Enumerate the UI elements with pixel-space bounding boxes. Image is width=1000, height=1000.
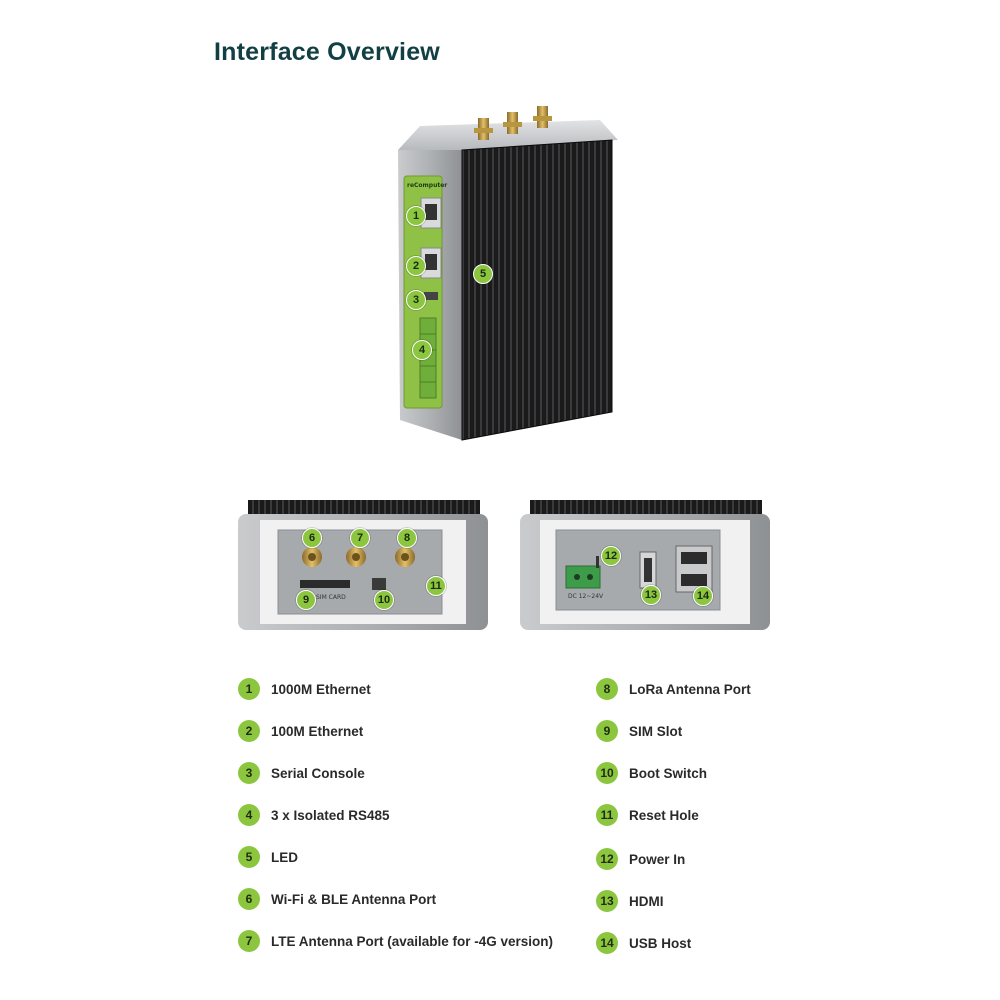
device-view-power-side: [520, 500, 770, 630]
legend-label: SIM Slot: [629, 723, 683, 739]
marker-9: 9: [296, 590, 316, 610]
legend-item-rs485: 4 3 x Isolated RS485: [238, 804, 390, 826]
legend-number: 3: [238, 762, 260, 784]
legend-number: 11: [596, 804, 618, 826]
legend-label: 3 x Isolated RS485: [271, 807, 390, 823]
legend-item-wifi-ble-antenna: 6 Wi-Fi & BLE Antenna Port: [238, 888, 436, 910]
legend-item-lte-antenna: 7 LTE Antenna Port (available for -4G ve…: [238, 930, 553, 952]
legend-label: USB Host: [629, 935, 692, 951]
legend-number: 13: [596, 890, 618, 912]
marker-4: 4: [412, 340, 432, 360]
legend-label: Wi-Fi & BLE Antenna Port: [271, 891, 437, 907]
legend-number: 12: [596, 848, 618, 870]
marker-5: 5: [473, 264, 493, 284]
legend-label: LTE Antenna Port (available for -4G vers…: [271, 933, 554, 949]
device-view-antenna-side: [238, 500, 488, 630]
legend-item-usb-host: 14 USB Host: [596, 932, 691, 954]
legend-label: HDMI: [629, 893, 664, 909]
legend-label: Boot Switch: [629, 765, 707, 781]
legend-number: 5: [238, 846, 260, 868]
marker-14: 14: [693, 586, 713, 606]
legend-label: Reset Hole: [629, 807, 699, 823]
power-input-label: DC 12~24V: [568, 593, 604, 600]
legend-item-sim-slot: 9 SIM Slot: [596, 720, 682, 742]
legend-number: 6: [238, 888, 260, 910]
marker-13: 13: [641, 585, 661, 605]
marker-10: 10: [374, 590, 394, 610]
legend-item-boot-switch: 10 Boot Switch: [596, 762, 707, 784]
legend-item-led: 5 LED: [238, 846, 298, 868]
legend-item-reset-hole: 11 Reset Hole: [596, 804, 699, 826]
legend-number: 4: [238, 804, 260, 826]
legend-item-100m-ethernet: 2 100M Ethernet: [238, 720, 363, 742]
legend-number: 8: [596, 678, 618, 700]
page-title: Interface Overview: [214, 38, 440, 66]
legend-item-power-in: 12 Power In: [596, 848, 685, 870]
legend-label: Power In: [629, 851, 686, 867]
legend-item-hdmi: 13 HDMI: [596, 890, 664, 912]
legend-label: Serial Console: [271, 765, 365, 781]
marker-12: 12: [601, 546, 621, 566]
legend-label: LED: [271, 849, 298, 865]
marker-7: 7: [350, 528, 370, 548]
legend-item-lora-antenna: 8 LoRa Antenna Port: [596, 678, 751, 700]
marker-1: 1: [406, 206, 426, 226]
legend-item-1000m-ethernet: 1 1000M Ethernet: [238, 678, 371, 700]
legend-number: 9: [596, 720, 618, 742]
legend-label: LoRa Antenna Port: [629, 681, 751, 697]
legend-item-serial-console: 3 Serial Console: [238, 762, 365, 784]
legend-label: 1000M Ethernet: [271, 681, 371, 697]
marker-3: 3: [406, 290, 426, 310]
marker-2: 2: [406, 256, 426, 276]
marker-11: 11: [426, 576, 446, 596]
marker-8: 8: [397, 528, 417, 548]
legend-number: 2: [238, 720, 260, 742]
marker-6: 6: [302, 528, 322, 548]
sim-card-label: SIM CARD: [316, 594, 346, 601]
legend-number: 14: [596, 932, 618, 954]
legend-number: 1: [238, 678, 260, 700]
legend-number: 7: [238, 930, 260, 952]
antenna-connectors-top: [474, 106, 552, 140]
legend-label: 100M Ethernet: [271, 723, 364, 739]
legend-number: 10: [596, 762, 618, 784]
device-logo: reComputer: [407, 182, 448, 189]
